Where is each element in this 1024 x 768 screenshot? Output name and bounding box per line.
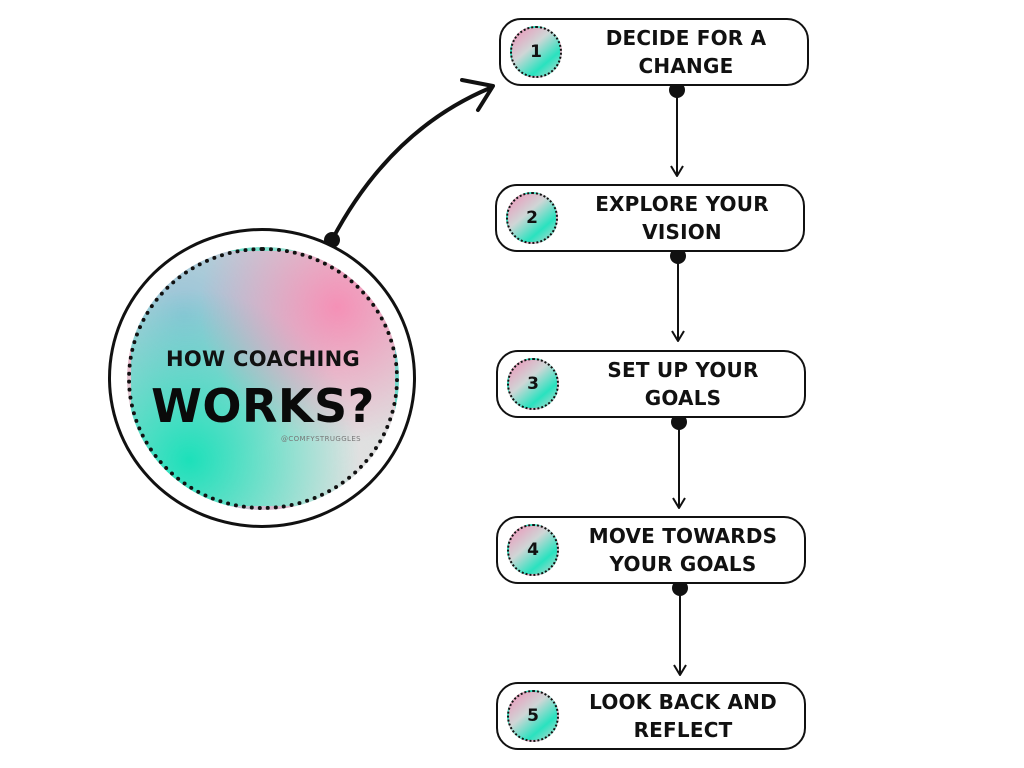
connector-1-2	[669, 82, 685, 177]
step-5: 5 LOOK BACK AND REFLECT	[496, 682, 806, 750]
step-1: 1 DECIDE FOR A CHANGE	[499, 18, 809, 86]
step-2: 2 EXPLORE YOUR VISION	[495, 184, 805, 252]
step-2-number-badge: 2	[506, 192, 558, 244]
step-3: 3 SET UP YOUR GOALS	[496, 350, 806, 418]
step-1-label: DECIDE FOR A CHANGE	[605, 26, 767, 78]
hub-title-line1: HOW COACHING	[165, 347, 361, 371]
step-4: 4 MOVE TOWARDS YOUR GOALS	[496, 516, 806, 584]
hub-to-step1-curve	[330, 86, 492, 242]
step-5-label: LOOK BACK AND REFLECT	[589, 690, 777, 742]
hub-title-line2: WORKS?	[151, 379, 375, 433]
step-3-label: SET UP YOUR GOALS	[607, 358, 759, 410]
hub-credit: @COMFYSTRUGGLES	[280, 435, 361, 443]
hub-circle: HOW COACHING WORKS? @COMFYSTRUGGLES	[127, 247, 399, 510]
connector-4-5	[672, 580, 688, 676]
connector-3-4	[671, 414, 687, 509]
step-2-label: EXPLORE YOUR VISION	[595, 192, 769, 244]
connector-2-3	[670, 248, 686, 342]
step-4-label: MOVE TOWARDS YOUR GOALS	[588, 524, 778, 576]
step-3-number-badge: 3	[507, 358, 559, 410]
hub-to-step1-arrowhead	[460, 78, 495, 112]
step-5-number-badge: 5	[507, 690, 559, 742]
step-1-number-badge: 1	[510, 26, 562, 78]
step-4-number-badge: 4	[507, 524, 559, 576]
